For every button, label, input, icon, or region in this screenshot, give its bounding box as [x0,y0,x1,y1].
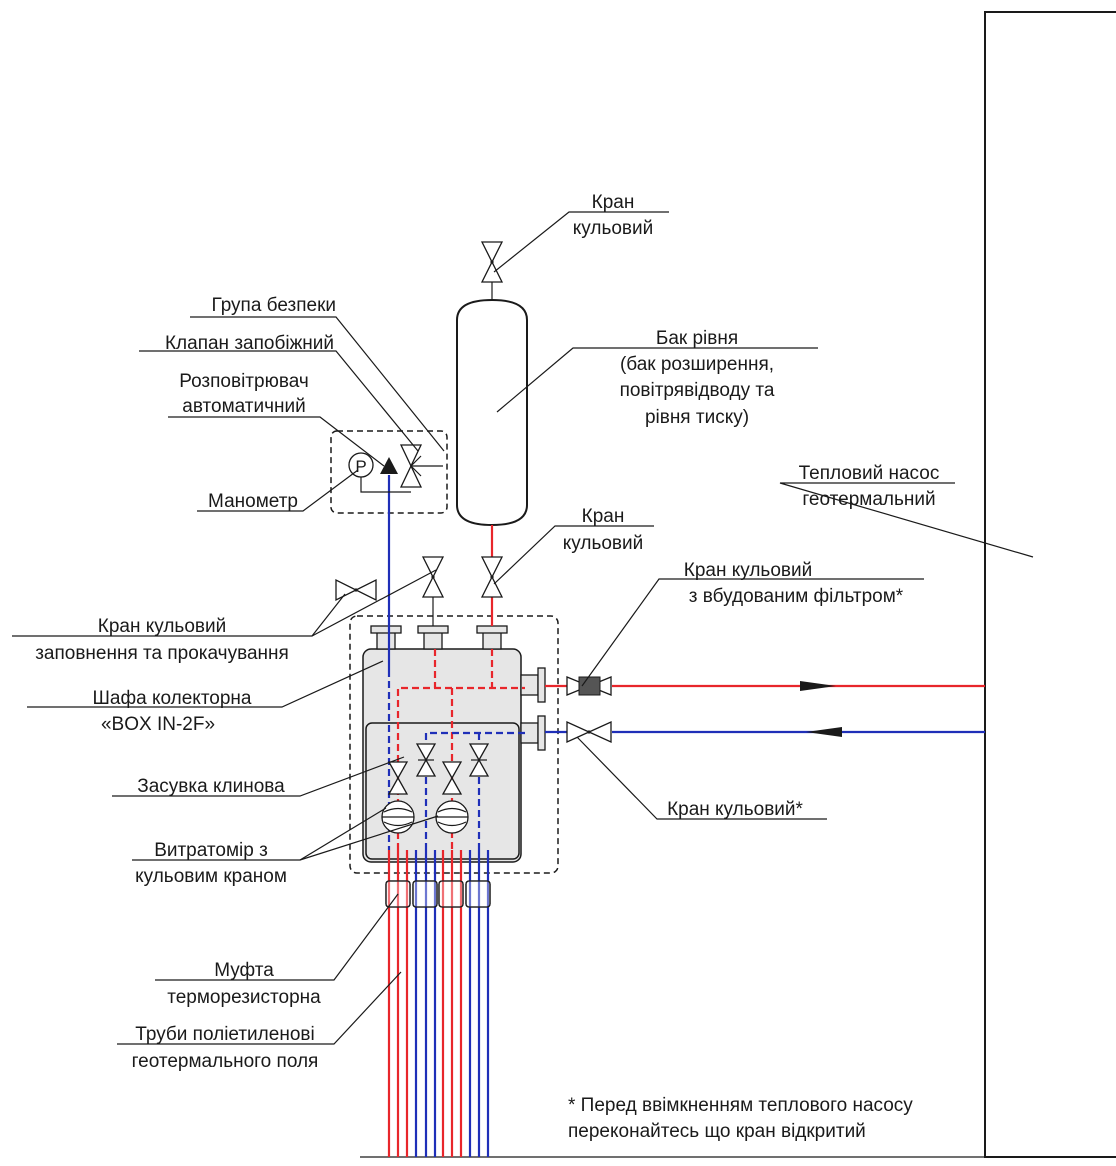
gauge-label: Манометр [208,491,298,512]
top-ball-valve-icon [480,241,504,283]
return-ball-valve-icon [566,720,612,744]
fill-valve-label-2: заповнення та прокачування [35,643,289,664]
gate-valve-1-icon [387,761,409,795]
gauge-connector [360,477,411,493]
gate-valve-2-icon [415,743,437,777]
return-flow-arrow [806,727,842,737]
svg-text:P: P [355,457,366,476]
pressure-gauge-icon: P [348,452,374,478]
return-valve-label: Кран кульовий* [667,799,803,820]
pipes-label-2: геотермального поля [132,1051,319,1072]
internal-supply-header [396,686,525,850]
footnote-line-2: переконайтесь що кран відкритий [568,1121,866,1142]
filter-ball-valve-icon [566,676,612,696]
flowmeter-1-icon [381,800,415,834]
ground-loop-pipes [387,850,490,1157]
mid-valve-label-2: кульовий [563,533,643,554]
safety-group-label: Група безпеки [211,295,336,316]
leader-lines [12,211,1034,1045]
footnote-line-1: * Перед ввімкненням теплового насосу [568,1095,913,1116]
expansion-tank [456,298,528,527]
gate-valve-label: Засувка клинова [137,776,285,797]
gate-valve-4-icon [468,743,490,777]
tank-label-3: повітрявідводу та [620,380,775,401]
top-valve-label-1: Кран [592,192,635,213]
tank-ball-valve-icon [480,556,504,598]
filter-valve-label-2: з вбудованим фільтром* [689,586,904,607]
fill-valve-label-1: Кран кульовий [98,616,226,637]
filter-valve-label-1: Кран кульовий [684,560,812,581]
gate-valve-3-icon [441,761,463,795]
flowmeter-label-1: Витратомір з [154,840,268,861]
mid-valve-label-1: Кран [582,506,625,527]
flowmeter-2-icon [435,800,469,834]
air-vent-label-2: автоматичний [182,396,305,417]
internal-return-header [424,731,525,850]
relief-valve-label: Клапан запобіжний [165,333,334,354]
heat-pump-body [984,11,1116,1158]
fill-ball-valve-icon [335,578,377,602]
cabinet-label-1: Шафа колекторна [93,688,252,709]
supply-flow-arrow [800,681,836,691]
cabinet-label-2: «BOX IN-2F» [101,714,215,735]
heat-pump-label-1: Тепловий насос [799,463,940,484]
tank-label-2: (бак розширення, [620,354,774,375]
relief-valve-icon [399,444,443,488]
air-vent-label-1: Розповітрювач [179,371,309,392]
coupling-label-1: Муфта [214,960,274,981]
heat-pump-label-2: геотермальний [802,489,935,510]
top-valve-label-2: кульовий [573,218,653,239]
collector-cabinet-box [349,615,559,874]
flowmeter-label-2: кульовим краном [135,866,287,887]
thermistor-couplings [385,880,491,908]
pipes-label-1: Труби поліетиленові [135,1024,314,1045]
tank-label-1: Бак рівня [656,328,738,349]
coupling-label-2: терморезисторна [167,987,321,1008]
tank-label-4: рівня тиску) [645,407,749,428]
air-vent-icon [380,457,398,474]
vent-ball-valve-icon [421,556,445,598]
